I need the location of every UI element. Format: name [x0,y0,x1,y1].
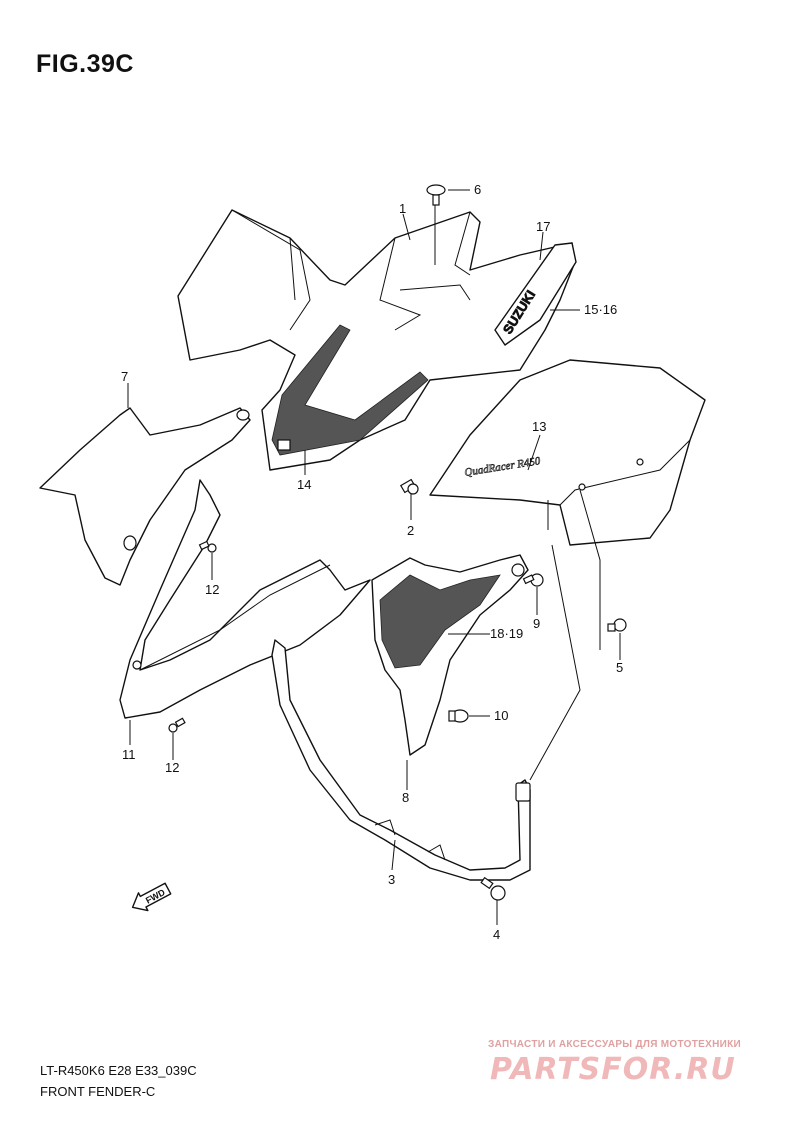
callout-15-16: 15·16 [584,302,617,317]
part-14-decal[interactable] [271,324,429,456]
part-2-screw[interactable] [399,478,419,495]
callout-5: 5 [616,660,623,675]
part-9-bolt[interactable] [522,573,544,587]
watermark-logo: PARTSFOR.RU [490,1052,736,1087]
watermark-caption: ЗАПЧАСТИ И АКСЕССУАРЫ ДЛЯ МОТОТЕХНИКИ [488,1039,741,1050]
part-7-mud-flap[interactable] [39,407,251,586]
part-4-bolt[interactable] [480,876,506,901]
fwd-direction-arrow: FWD [131,882,172,912]
part-3-brace[interactable] [271,639,531,881]
callout-2: 2 [407,523,414,538]
callout-11: 11 [122,747,136,762]
callout-12-upper: 12 [205,582,219,597]
leader-lines [127,189,621,925]
figure-title: FIG.39C [36,50,134,78]
part-12-screw-lower[interactable] [168,717,186,733]
callout-17: 17 [536,219,550,234]
reference-lines [434,205,601,781]
section-name: FRONT FENDER-C [40,1084,156,1099]
callout-7: 7 [121,369,128,384]
callout-3: 3 [388,872,395,887]
callout-12-lower: 12 [165,760,179,775]
part-18-19-decal[interactable] [379,574,501,669]
part-1-front-fender[interactable] [177,209,576,471]
callout-14: 14 [297,477,311,492]
callout-18-19: 18·19 [490,626,523,641]
part-6-rivet[interactable] [426,184,446,206]
callout-4: 4 [493,927,500,942]
part-10-clip[interactable] [448,709,469,723]
part-11-lower-cover[interactable] [119,479,371,719]
model-code: LT-R450K6 E28 E33_039C [40,1063,197,1078]
callout-10: 10 [494,708,508,723]
callout-8: 8 [402,790,409,805]
part-8-splash-panel[interactable] [371,554,529,756]
callout-6: 6 [474,182,481,197]
callout-13: 13 [532,419,546,434]
part-13-side-panel[interactable]: QuadRacer R450 [429,359,706,546]
part-5-bolt[interactable] [607,618,627,632]
callout-1: 1 [399,201,406,216]
callout-9: 9 [533,616,540,631]
decal-badge [277,439,291,451]
part-12-screw-upper[interactable] [198,540,217,553]
